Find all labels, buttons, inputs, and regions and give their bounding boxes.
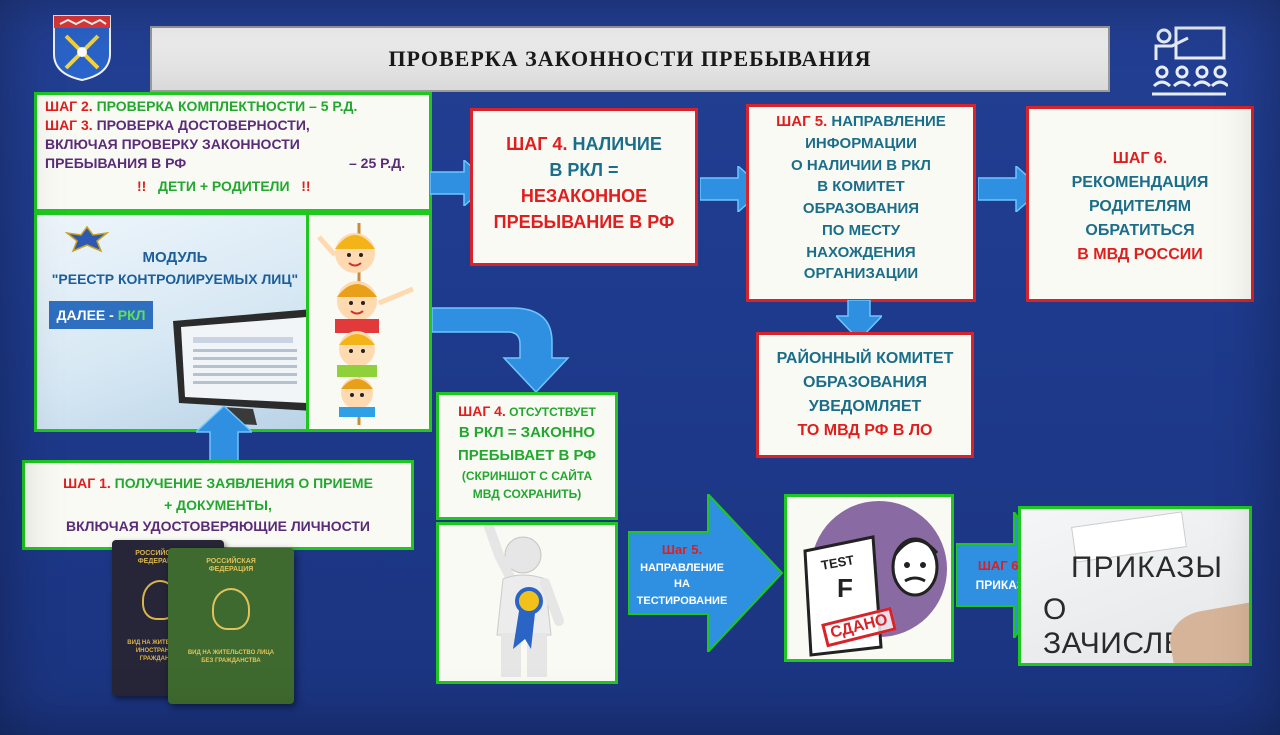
step6-top-label: Шаг 6. — [1112, 150, 1168, 167]
passport-green-emblem-icon — [212, 588, 250, 630]
district-line3: УВЕДОМЛЯЕТ — [808, 398, 922, 415]
step5-top-line-2: О НАЛИЧИИ В РКЛ — [791, 156, 931, 174]
test-result-panel: TEST F СДАНО — [784, 494, 954, 662]
step5-top-line-4: ОБРАЗОВАНИЯ — [802, 200, 920, 217]
winner-figure-panel — [436, 522, 618, 684]
step4-present-label: Шаг 4. — [506, 134, 568, 154]
step6-top-line1: РЕКОМЕНДАЦИЯ — [1071, 174, 1209, 191]
step5-arrow-line1: НАПРАВЛЕНИЕ — [640, 561, 724, 574]
step4-present-line3: НЕЗАКОННОЕ — [520, 186, 648, 207]
monitor-illustration — [153, 307, 307, 429]
page-title: ПРОВЕРКА ЗАКОННОСТИ ПРЕБЫВАНИЯ — [388, 46, 872, 71]
step5-arrow-line2: НА — [674, 578, 690, 590]
excl-right: !! — [301, 177, 311, 194]
step5-top-line-7: ОРГАНИЗАЦИИ — [803, 265, 919, 283]
step4-present-line1: НАЛИЧИЕ — [567, 134, 662, 154]
step6-top-line2: РОДИТЕЛЯМ — [1088, 198, 1192, 215]
step3-line2: ВКЛЮЧАЯ ПРОВЕРКУ ЗАКОННОСТИ — [45, 135, 300, 152]
step1-line2: + ДОКУМЕНТЫ, — [164, 496, 272, 513]
step4-absent-line4: (СКРИНШОТ С САЙТА — [461, 469, 593, 483]
step3-line1: ПРОВЕРКА ДОСТОВЕРНОСТИ, — [92, 116, 310, 133]
step4-absent-line5: МВД СОХРАНИТЬ) — [472, 487, 582, 501]
step5-top-box: Шаг 5. НАПРАВЛЕНИЕ ИНФОРМАЦИИ О НАЛИЧИИ … — [746, 104, 976, 302]
children-parents-label: ДЕТИ + РОДИТЕЛИ — [158, 177, 290, 194]
district-line1: РАЙОННЫЙ КОМИТЕТ — [776, 350, 954, 367]
winner-figure-illustration — [484, 525, 564, 677]
step1-line1: ПОЛУЧЕНИЕ ЗАЯВЛЕНИЯ О ПРИЕМЕ — [110, 475, 373, 491]
step4-absent-box: Шаг 4. ОТСУТСТВУЕТ В РКЛ = ЗАКОННО ПРЕБЫ… — [436, 392, 618, 520]
module-line2: "РЕЕСТР КОНТРОЛИРУЕМЫХ ЛИЦ" — [51, 271, 299, 287]
module-line1: МОДУЛЬ — [142, 249, 208, 266]
arrow-to-district — [836, 300, 882, 340]
passport-green: РОССИЙСКАЯ ФЕДЕРАЦИЯ ВИД НА ЖИТЕЛЬСТВО Л… — [168, 548, 294, 704]
step3-days: – 25 Р.Д. — [349, 154, 406, 171]
further-prefix: ДАЛЕЕ - — [56, 307, 114, 323]
excl-left: !! — [137, 177, 147, 194]
district-line4: ТО МВД РФ В ЛО — [797, 422, 933, 439]
step6-top-box: Шаг 6. РЕКОМЕНДАЦИЯ РОДИТЕЛЯМ ОБРАТИТЬСЯ… — [1026, 106, 1254, 302]
step6-arrow-label: ШАГ 6. — [977, 558, 1023, 573]
step4-absent-line1: ОТСУТСТВУЕТ — [505, 405, 596, 419]
step6-arrow-line1: ПРИКАЗ — [975, 577, 1025, 592]
passport-green-top: РОССИЙСКАЯ ФЕДЕРАЦИЯ — [206, 558, 256, 574]
step4-present-box: Шаг 4. НАЛИЧИЕ В РКЛ = НЕЗАКОННОЕ ПРЕБЫВ… — [470, 108, 698, 266]
further-abbr: РКЛ — [117, 307, 146, 323]
step4-absent-line3: ПРЕБЫВАЕТ В РФ — [457, 446, 597, 464]
step5-arrow-label: Шаг 5. — [661, 542, 703, 557]
district-line2: ОБРАЗОВАНИЯ — [803, 374, 927, 391]
step4-absent-line2: В РКЛ = ЗАКОННО — [458, 424, 596, 441]
coat-of-arms-icon — [52, 14, 112, 82]
step5-testing-text: Шаг 5. НАПРАВЛЕНИЕ НА ТЕСТИРОВАНИЕ — [630, 540, 734, 609]
step1-box: ШАГ 1. ПОЛУЧЕНИЕ ЗАЯВЛЕНИЯ О ПРИЕМЕ + ДО… — [22, 460, 414, 550]
arrow-to-step4-absent — [432, 302, 572, 394]
step6-top-line4: В МВД РОССИИ — [1077, 246, 1203, 263]
classroom-teacher-icon — [1148, 24, 1228, 100]
step3-line3: ПРЕБЫВАНИЯ В РФ — [45, 154, 187, 171]
step5-top-line-0: НАПРАВЛЕНИЕ — [827, 113, 946, 130]
step5-top-line-6: НАХОЖДЕНИЯ — [806, 243, 916, 261]
further-badge: ДАЛЕЕ - РКЛ — [49, 301, 153, 329]
step5-testing-arrow — [628, 494, 784, 652]
passport-dark-top: РОССИЙСКАЯ ФЕДЕРАЦИЯ — [135, 550, 185, 566]
passport-green-bottom: ВИД НА ЖИТЕЛЬСТВО ЛИЦА БЕЗ ГРАЖДАНСТВА — [187, 650, 275, 664]
kids-illustration — [317, 223, 414, 425]
test-grade: F — [837, 573, 853, 603]
order-line1: ПРИКАЗЫ — [1071, 551, 1223, 584]
step5-arrow-line3: ТЕСТИРОВАНИЕ — [636, 594, 728, 607]
step5-top-line-5: ПО МЕСТУ — [821, 221, 901, 239]
step1-line3: ВКЛЮЧАЯ УДОСТОВЕРЯЮЩИЕ ЛИЧНОСТИ — [66, 518, 370, 535]
title-bar: ПРОВЕРКА ЗАКОННОСТИ ПРЕБЫВАНИЯ — [150, 26, 1110, 92]
district-committee-box: РАЙОННЫЙ КОМИТЕТ ОБРАЗОВАНИЯ УВЕДОМЛЯЕТ … — [756, 332, 974, 458]
step3-label: Шаг 3. — [45, 116, 93, 133]
step5-top-line-3: В КОМИТЕТ — [817, 178, 905, 196]
arrow-to-module — [196, 406, 252, 464]
step4-present-line4: ПРЕБЫВАНИЕ В РФ — [493, 212, 675, 233]
step5-top-label: Шаг 5. — [776, 113, 828, 130]
step2-text: ПРОВЕРКА КОМПЛЕКТНОСТИ – 5 Р.Д. — [92, 98, 358, 114]
enrollment-orders-panel: ПРИКАЗЫ О ЗАЧИСЛЕНИИ — [1018, 506, 1252, 666]
step6-top-line3: ОБРАТИТЬСЯ — [1085, 222, 1195, 239]
step1-label: ШАГ 1. — [63, 475, 111, 491]
step2-step3-box: ШАГ 2. ПРОВЕРКА КОМПЛЕКТНОСТИ – 5 Р.Д. Ш… — [34, 92, 432, 212]
step5-top-line-1: ИНФОРМАЦИИ — [805, 134, 917, 152]
module-panel: МОДУЛЬ "РЕЕСТР КОНТРОЛИРУЕМЫХ ЛИЦ" ДАЛЕЕ… — [34, 212, 310, 432]
police-emblem-icon — [65, 225, 109, 253]
step4-present-line2: В РКЛ = — [549, 160, 619, 181]
step4-absent-label: Шаг 4. — [458, 403, 506, 419]
step6-order-text: ШАГ 6. ПРИКАЗ — [960, 556, 1040, 594]
step2-label: ШАГ 2. — [45, 98, 93, 114]
passport-dark-bottom: ВИД НА ЖИТЕЛЬСТВО ИНОСТРАННОГО ГРАЖДАНИН… — [127, 640, 195, 662]
kids-panel — [306, 212, 432, 432]
